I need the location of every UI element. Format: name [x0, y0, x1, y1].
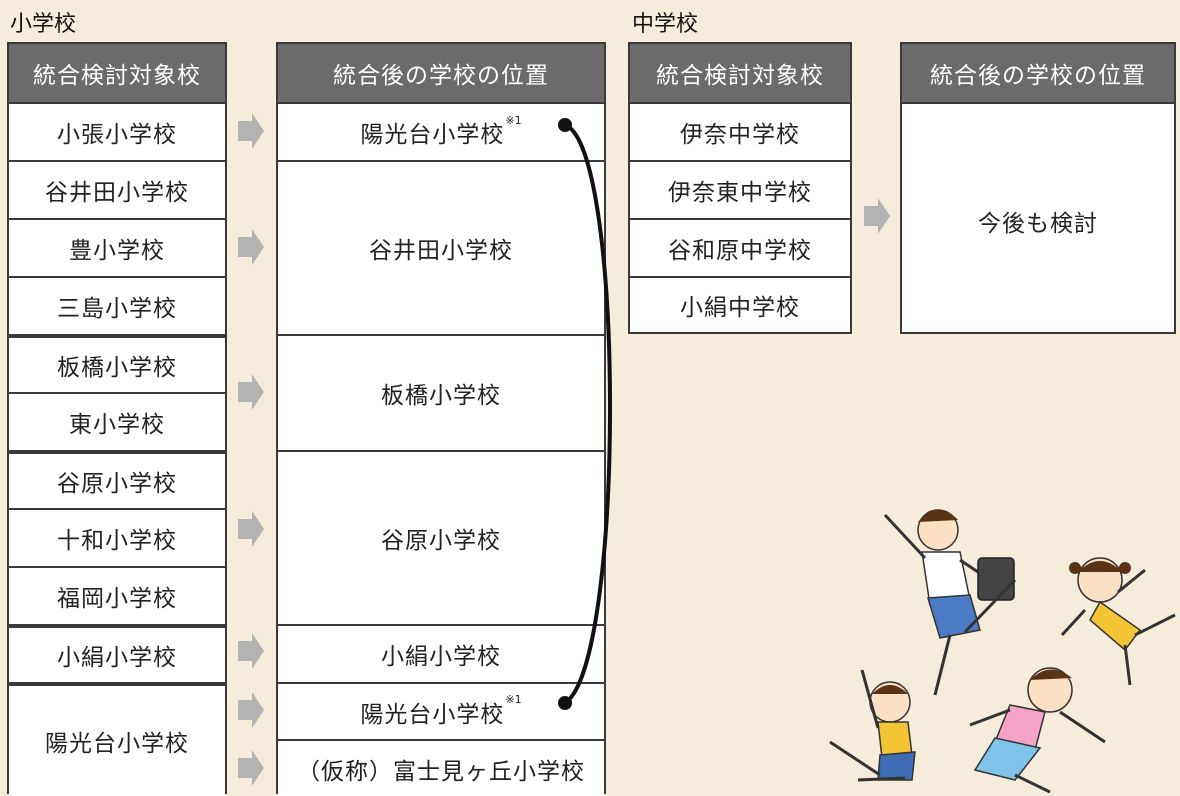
school-name: 東小学校 — [69, 412, 165, 438]
arrow-right-icon — [238, 750, 264, 786]
school-name: 十和小学校 — [57, 528, 177, 554]
child-figure — [883, 509, 1017, 696]
arrow-right-icon — [238, 692, 264, 728]
junior-high-section-title: 中学校 — [632, 12, 699, 37]
status-text: 今後も検討 — [978, 211, 1098, 237]
table-row: 板橋小学校 — [9, 334, 225, 392]
school-name: 福岡小学校 — [57, 586, 177, 612]
table-row: 小絹中学校 — [630, 276, 850, 332]
child-figure — [969, 667, 1106, 794]
elementary-section-title: 小学校 — [10, 12, 77, 37]
school-name: 陽光台小学校 — [45, 731, 189, 757]
arrow-right-icon — [864, 198, 890, 234]
school-name: 板橋小学校 — [57, 355, 177, 381]
school-name: 小絹小学校 — [57, 645, 177, 671]
arrow-right-icon — [238, 633, 264, 669]
school-name: 板橋小学校 — [381, 383, 501, 409]
school-name: 陽光台小学校 — [360, 122, 505, 148]
school-name: 小絹小学校 — [381, 644, 501, 670]
table-row: 十和小学校 — [9, 508, 225, 566]
table-row: 小張小学校 — [9, 102, 225, 160]
arrow-right-icon — [238, 229, 264, 265]
elementary-candidate-table: 統合検討対象校 小張小学校 谷井田小学校 豊小学校 三島小学校 板橋小学校 東小… — [7, 42, 227, 796]
table-row: 陽光台小学校 — [9, 682, 225, 796]
school-name: 谷井田小学校 — [369, 238, 513, 264]
junior-high-candidate-table: 統合検討対象校 伊奈中学校 伊奈東中学校 谷和原中学校 小絹中学校 — [628, 42, 852, 334]
arrow-right-icon — [238, 113, 264, 149]
arrow-right-icon — [238, 511, 264, 547]
table-row: 三島小学校 — [9, 276, 225, 334]
child-figure — [829, 669, 916, 782]
table-row: 東小学校 — [9, 392, 225, 450]
connector-curve — [558, 118, 612, 710]
table-row: 陽光台小学校※1 — [278, 102, 604, 160]
table-row: 伊奈東中学校 — [630, 160, 850, 218]
table-row: 福岡小学校 — [9, 566, 225, 624]
table-row: 小絹小学校 — [9, 624, 225, 682]
school-name: 伊奈東中学校 — [668, 180, 812, 206]
footnote-mark: ※1 — [505, 113, 522, 127]
school-name: 小張小学校 — [57, 122, 177, 148]
elementary-result-header: 統合後の学校の位置 — [278, 44, 604, 102]
table-row: 小絹小学校 — [278, 624, 604, 682]
school-name: （仮称）富士見ヶ丘小学校 — [297, 758, 585, 785]
table-row: 谷井田小学校 — [278, 160, 604, 334]
junior-high-result-table: 統合後の学校の位置 今後も検討 — [900, 42, 1176, 334]
table-row: 谷和原中学校 — [630, 218, 850, 276]
table-row: 谷原小学校 — [278, 450, 604, 624]
arrow-right-icon — [238, 374, 264, 410]
table-row: （仮称）富士見ヶ丘小学校 — [278, 739, 604, 796]
footnote-mark: ※1 — [505, 693, 522, 706]
junior-high-result-header: 統合後の学校の位置 — [902, 44, 1174, 102]
school-name: 谷井田小学校 — [45, 180, 189, 206]
elementary-result-table: 統合後の学校の位置 陽光台小学校※1 谷井田小学校 板橋小学校 谷原小学校 小絹… — [276, 42, 606, 796]
school-name: 豊小学校 — [69, 238, 165, 264]
school-name: 谷原小学校 — [57, 471, 177, 497]
school-name: 谷和原中学校 — [668, 238, 812, 264]
table-row: 今後も検討 — [902, 102, 1174, 332]
table-row: 谷原小学校 — [9, 450, 225, 508]
elementary-candidate-header: 統合検討対象校 — [9, 44, 225, 102]
table-row: 板橋小学校 — [278, 334, 604, 450]
table-row: 伊奈中学校 — [630, 102, 850, 160]
table-row: 陽光台小学校※1 — [278, 682, 604, 739]
child-figure — [1060, 557, 1176, 686]
school-name: 伊奈中学校 — [680, 122, 800, 148]
table-row: 谷井田小学校 — [9, 160, 225, 218]
school-name: 陽光台小学校 — [360, 701, 505, 728]
children-illustration — [829, 509, 1176, 794]
table-row: 豊小学校 — [9, 218, 225, 276]
junior-high-candidate-header: 統合検討対象校 — [630, 44, 850, 102]
school-name: 三島小学校 — [57, 296, 177, 322]
school-name: 小絹中学校 — [680, 295, 800, 321]
school-name: 谷原小学校 — [381, 528, 501, 554]
